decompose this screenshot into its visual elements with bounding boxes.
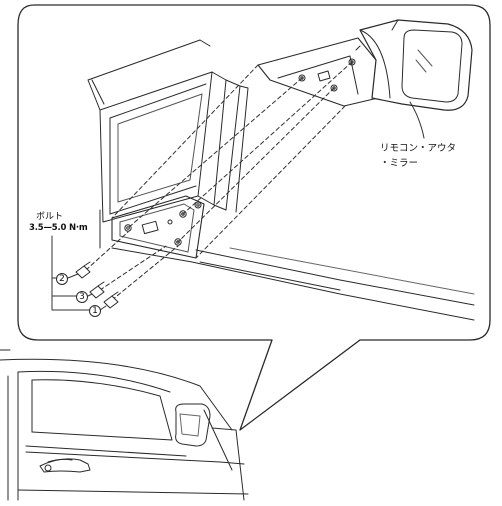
bolts <box>75 231 179 309</box>
outer-mirror-assembly <box>257 19 473 111</box>
step-3-label: 3 <box>79 292 85 302</box>
bolt-label: ボルト <box>36 212 64 222</box>
mirror-label-line-1: リモコン・アウタ <box>380 143 457 154</box>
alignment-lines <box>111 61 353 259</box>
mirror-label-leader <box>409 101 425 139</box>
torque-label: 3.5—5.0 N·m <box>29 223 88 233</box>
step-1-circle <box>89 305 101 317</box>
step-3-circle <box>76 291 88 303</box>
step-2-circle <box>56 273 68 285</box>
car-mirror <box>175 403 211 447</box>
bolt-1 <box>103 291 119 309</box>
step-1-label: 1 <box>92 306 98 316</box>
car-door-overview <box>0 349 249 501</box>
door-frame-detail <box>87 39 475 321</box>
callout-frame <box>17 4 491 431</box>
door-handle <box>39 458 91 473</box>
step-2-label: 2 <box>59 274 65 284</box>
bolt-3 <box>89 281 105 299</box>
mirror-label-line-2: ・ミラー <box>380 158 419 169</box>
callout-pointer-tip <box>211 427 237 431</box>
bolt-2 <box>75 261 91 279</box>
